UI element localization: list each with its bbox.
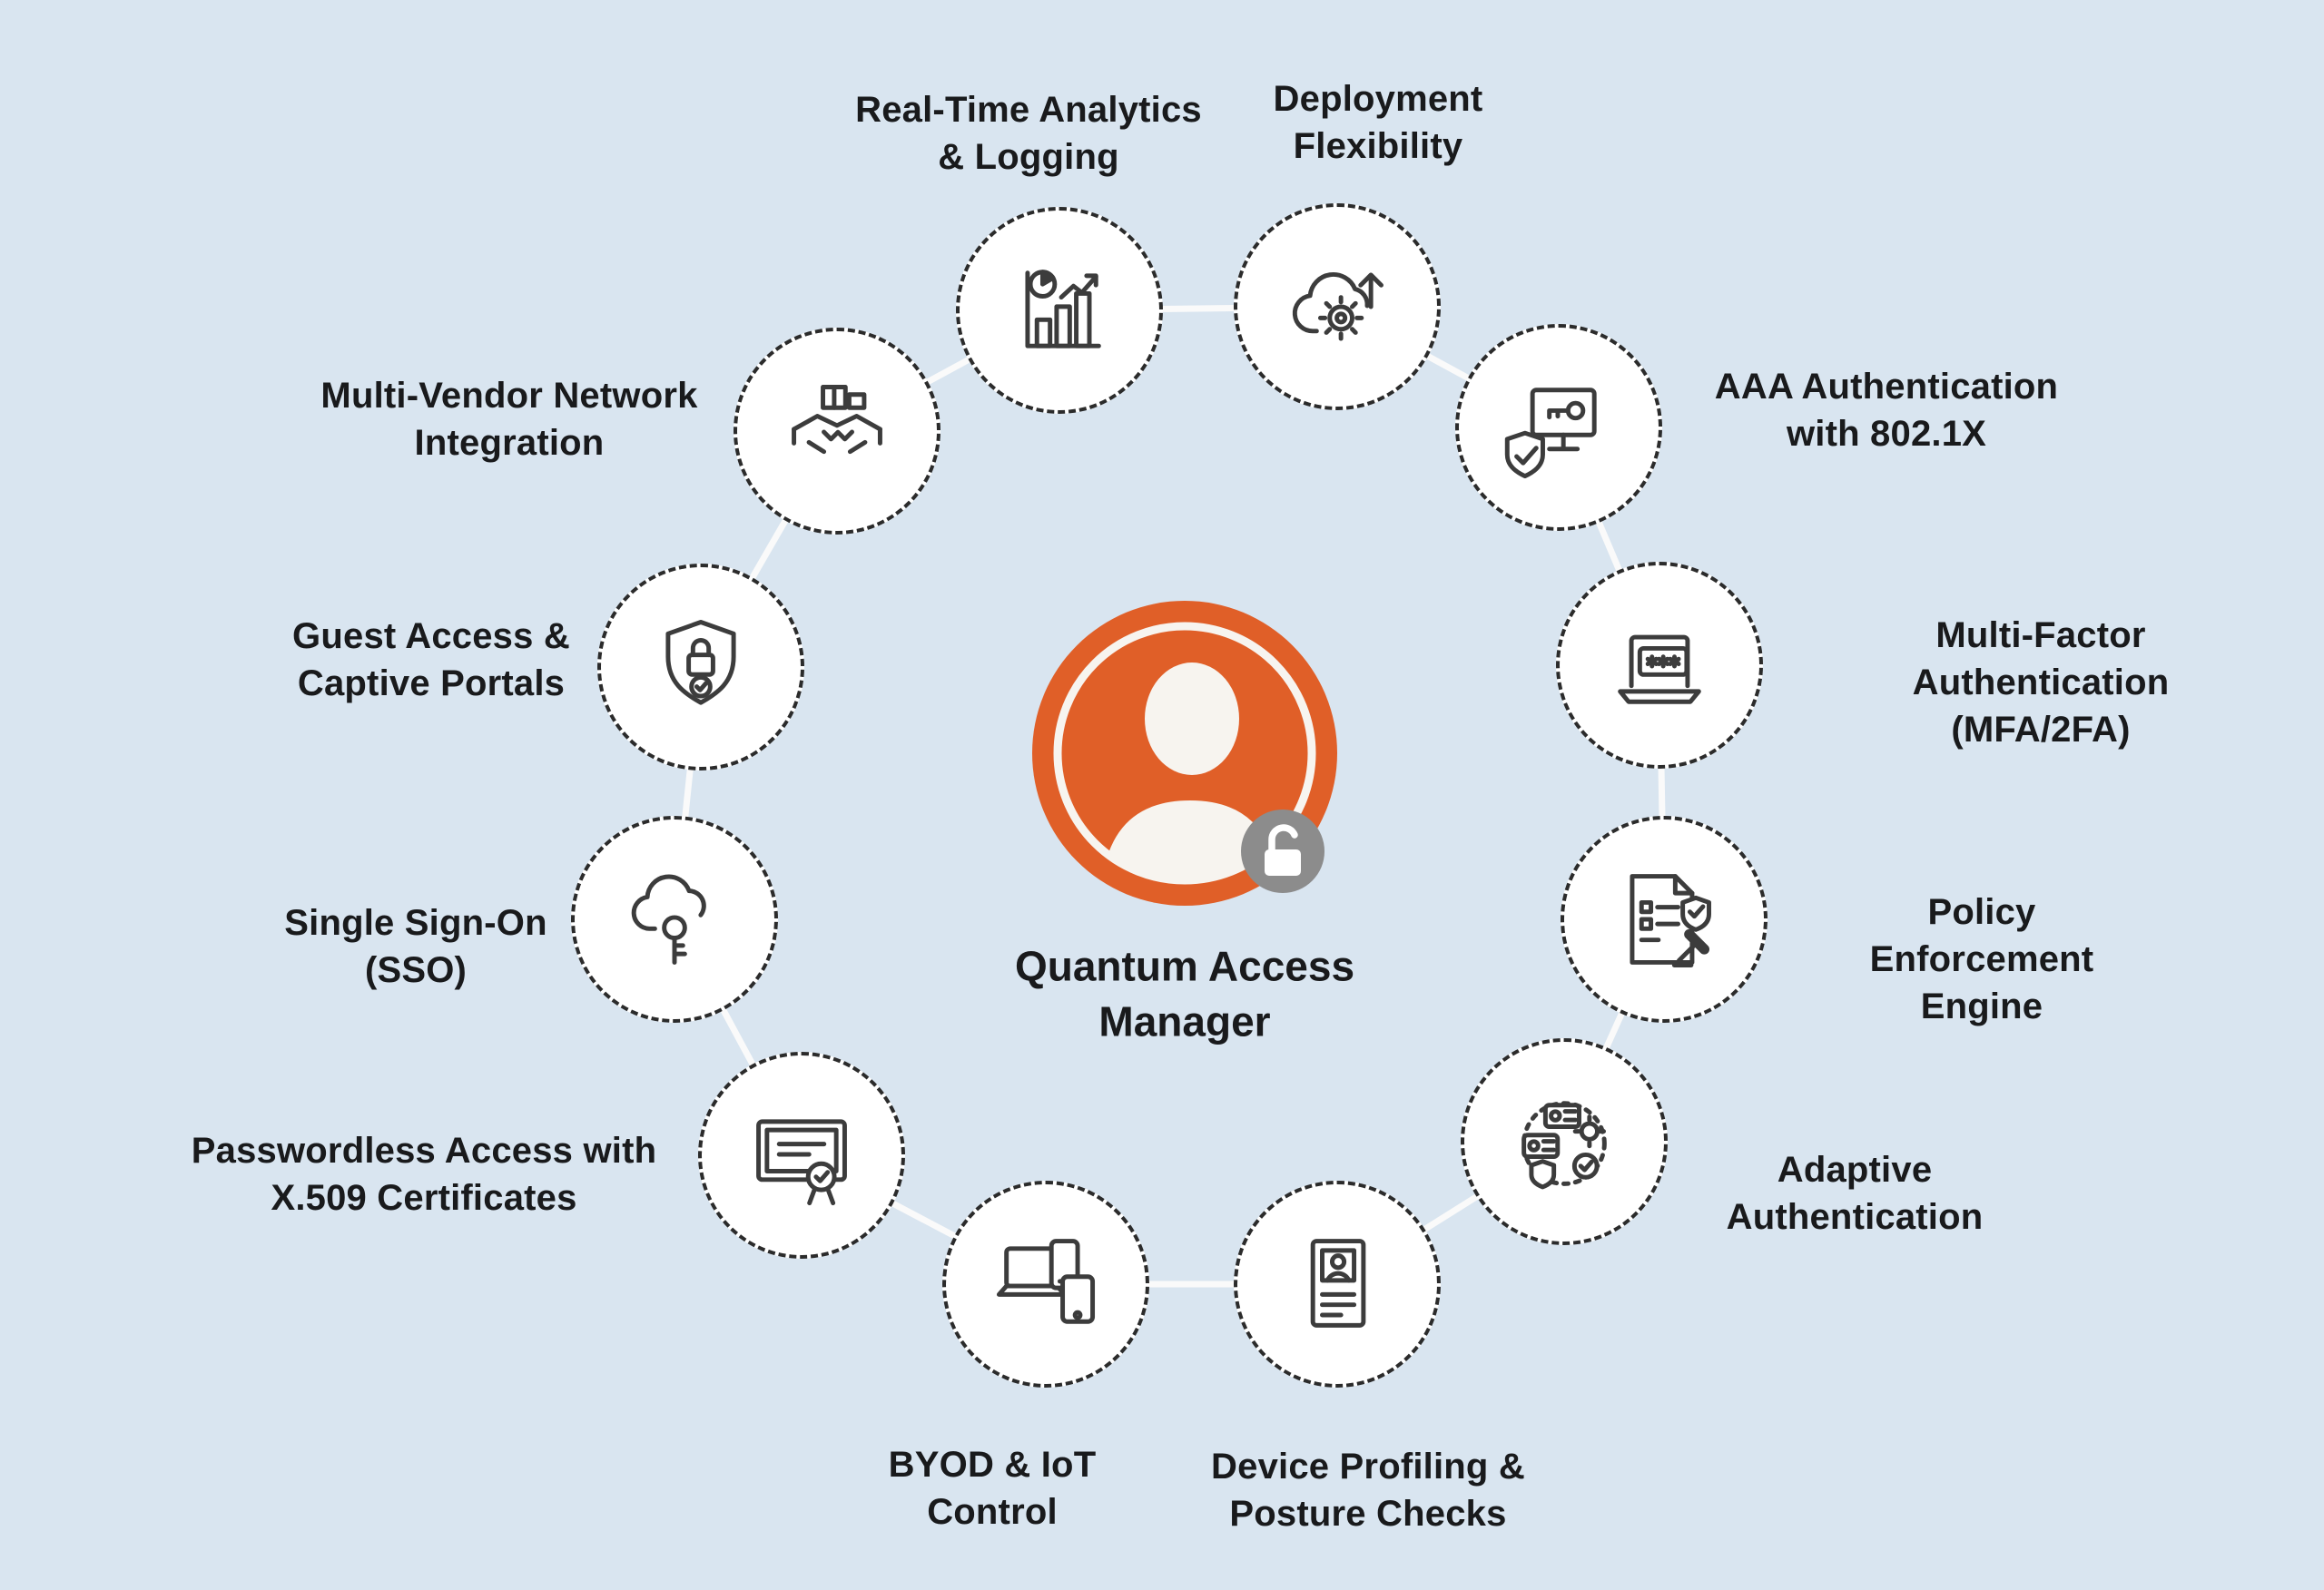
feature-label-policy-enforcement: Policy Enforcement Engine <box>1869 892 2094 1026</box>
feature-label-adaptive-authentication: Adaptive Authentication <box>1726 1150 1984 1237</box>
feature-label-device-profiling: Device Profiling & Posture Checks <box>1211 1447 1525 1534</box>
feature-node-deployment-flexibility <box>1234 203 1441 410</box>
feature-node-byod-iot <box>942 1181 1149 1388</box>
user-avatar-unlocked-icon <box>1032 601 1337 906</box>
feature-node-device-profiling <box>1234 1181 1441 1388</box>
multi-devices-icon <box>996 1239 1096 1324</box>
feature-label-sso: Single Sign-On (SSO) <box>284 903 547 990</box>
feature-node-passwordless-access <box>698 1052 905 1259</box>
feature-node-adaptive-authentication <box>1461 1038 1668 1245</box>
feature-node-policy-enforcement <box>1561 816 1768 1023</box>
cloud-gear-deploy-icon <box>1292 272 1384 341</box>
center-title: Quantum Access Manager <box>1014 942 1355 1045</box>
feature-label-mfa: Multi-Factor Authentication (MFA/2FA) <box>1912 615 2170 750</box>
laptop-password-icon <box>1618 634 1701 704</box>
certificate-seal-icon <box>756 1119 847 1206</box>
device-profile-card-icon <box>1310 1239 1366 1328</box>
adaptive-auth-icon <box>1521 1101 1607 1190</box>
feature-label-deployment-flexibility: Deployment Flexibility <box>1273 79 1483 166</box>
feature-label-real-time-analytics: Real-Time Analytics & Logging <box>855 90 1202 177</box>
monitor-key-shield-icon <box>1504 388 1597 479</box>
handshake-packages-icon <box>792 385 882 455</box>
policy-document-gavel-icon <box>1630 874 1711 968</box>
feature-label-byod-iot: BYOD & IoT Control <box>888 1445 1097 1532</box>
feature-node-guest-access <box>597 564 804 770</box>
feature-node-sso <box>571 816 778 1023</box>
analytics-icon <box>1025 270 1101 348</box>
feature-node-real-time-analytics <box>956 207 1163 414</box>
feature-label-aaa-authentication: AAA Authentication with 802.1X <box>1714 367 2059 454</box>
feature-label-multi-vendor: Multi-Vendor Network Integration <box>320 376 698 463</box>
feature-label-passwordless-access: Passwordless Access with X.509 Certifica… <box>191 1131 657 1218</box>
feature-label-guest-access: Guest Access & Captive Portals <box>292 616 570 703</box>
feature-node-multi-vendor <box>734 328 940 535</box>
feature-node-mfa <box>1556 562 1763 769</box>
feature-node-aaa-authentication <box>1455 324 1662 531</box>
cloud-key-icon <box>631 874 706 965</box>
shield-lock-check-icon <box>665 620 736 705</box>
